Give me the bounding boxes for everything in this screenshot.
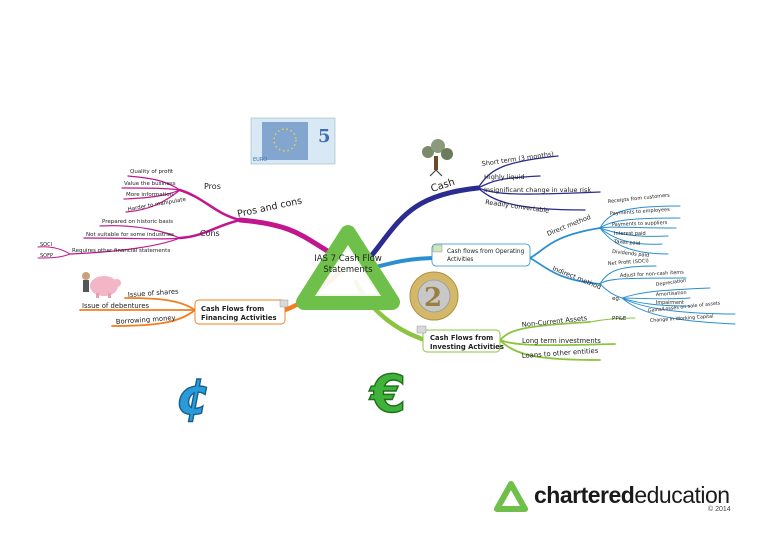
financing-title-line2: Financing Activities [201, 314, 277, 322]
indirect-method-label: Indirect method [551, 264, 602, 291]
direct-item: Payments to suppliers [612, 220, 668, 228]
investing-branch [353, 279, 636, 361]
indirect-eg-item: Change in Working Capital [650, 314, 714, 324]
cons-item: Not suitable for some industries [86, 232, 174, 238]
investing-node [422, 329, 501, 353]
financing-item: Issue of debentures [82, 302, 150, 310]
euro-symbol-icon: € [368, 364, 407, 425]
direct-item: Payments to employees [610, 207, 671, 217]
copyright-text: © 2014 [708, 506, 731, 513]
center-node: IAS 7 Cash Flow Statements [296, 225, 400, 310]
investing-title-line1: Cash Flows from [430, 334, 493, 342]
two-euro-coin-image: 2 [409, 271, 459, 321]
pros-item: Quality of profit [130, 169, 174, 175]
operating-labels: Cash flows from Operating Activities Dir… [431, 192, 721, 324]
brand-triangle-icon [494, 481, 528, 512]
operating-note-icon [432, 244, 443, 253]
svg-text:€: € [369, 365, 406, 425]
indirect-item: Adjust for non-cash items [620, 270, 685, 279]
operating-title-line2: Activities [447, 257, 473, 263]
operating-node [431, 243, 531, 267]
brand-wordmark-bold: chartered [534, 482, 635, 508]
svg-text:5: 5 [318, 126, 331, 147]
center-title-line1: IAS 7 Cash Flow [314, 254, 382, 264]
piggy-bank-image [82, 272, 121, 298]
indirect-eg-item: Amortisation [656, 290, 687, 298]
cons-item: Requires other financial statements [72, 248, 170, 254]
pros-cons-branch [37, 175, 343, 261]
cent-symbol-icon: ¢ [175, 367, 211, 426]
svg-text:EURO: EURO [253, 157, 267, 163]
investing-title-line2: Investing Activities [430, 343, 504, 351]
cons-sub-item: SOFP [40, 253, 53, 259]
pros-item: More information [126, 192, 174, 198]
euro-banknote-image: 5 EURO [250, 117, 336, 165]
cash-branch [369, 155, 601, 258]
svg-text:¢: ¢ [176, 368, 211, 426]
direct-item: Dividends paid [612, 249, 650, 259]
financing-note-icon [279, 299, 289, 308]
direct-method-label: Direct method [546, 213, 592, 238]
financing-title-line1: Cash Flows from [201, 305, 264, 313]
brand-wordmark: charterededucation [534, 482, 730, 509]
investing-sub-item: PP&E [612, 316, 627, 322]
indirect-item: Net Profit (SOCI) [608, 258, 649, 267]
indirect-eg-label: eg. [612, 296, 621, 302]
investing-item: Loans to other entities [522, 347, 599, 360]
money-tree-image [422, 139, 453, 177]
financing-item: Issue of shares [128, 287, 180, 299]
operating-title-line1: Cash flows from Operating [447, 249, 525, 255]
cons-item: Prepared on historic basis [102, 219, 173, 225]
svg-text:2: 2 [424, 283, 442, 313]
cash-item: Readily convertable [485, 198, 550, 215]
pros-label: Pros [204, 182, 221, 191]
pros-cons-labels: Pros and cons Pros Cons Quality of profi… [40, 169, 303, 259]
cons-label: Cons [200, 229, 220, 238]
pros-item: Harder to manipulate [127, 197, 187, 213]
direct-item: Interest paid [614, 231, 646, 237]
cash-labels: Cash Short term (3 months) Highly liquid… [430, 150, 592, 215]
cash-item: Short term (3 months) [481, 150, 554, 168]
investing-item: Long term investments [522, 337, 601, 345]
direct-item: Receipts from customers [608, 192, 671, 205]
investing-labels: Cash Flows from Investing Activities Non… [416, 314, 627, 360]
pros-cons-title: Pros and cons [236, 195, 303, 219]
indirect-eg-item: Impairment [656, 300, 684, 306]
cons-sub-item: SOCI [40, 242, 52, 248]
pros-item: Value the business [124, 181, 176, 187]
direct-item: Taxes paid [613, 239, 641, 247]
center-triangle-logo [296, 225, 400, 310]
brand-wordmark-light: education [634, 482, 730, 508]
indirect-eg-item: Depreciation [655, 278, 686, 288]
cash-item: Highly liquid [484, 173, 524, 181]
cash-item: Insignificant change in value risk [484, 186, 591, 194]
investing-item: Non-Current Assets [521, 314, 588, 329]
investing-note-icon [416, 325, 427, 334]
brand-logo: charterededucation © 2014 [494, 478, 744, 520]
center-title-line2: Statements [323, 265, 373, 275]
financing-node [194, 299, 286, 325]
